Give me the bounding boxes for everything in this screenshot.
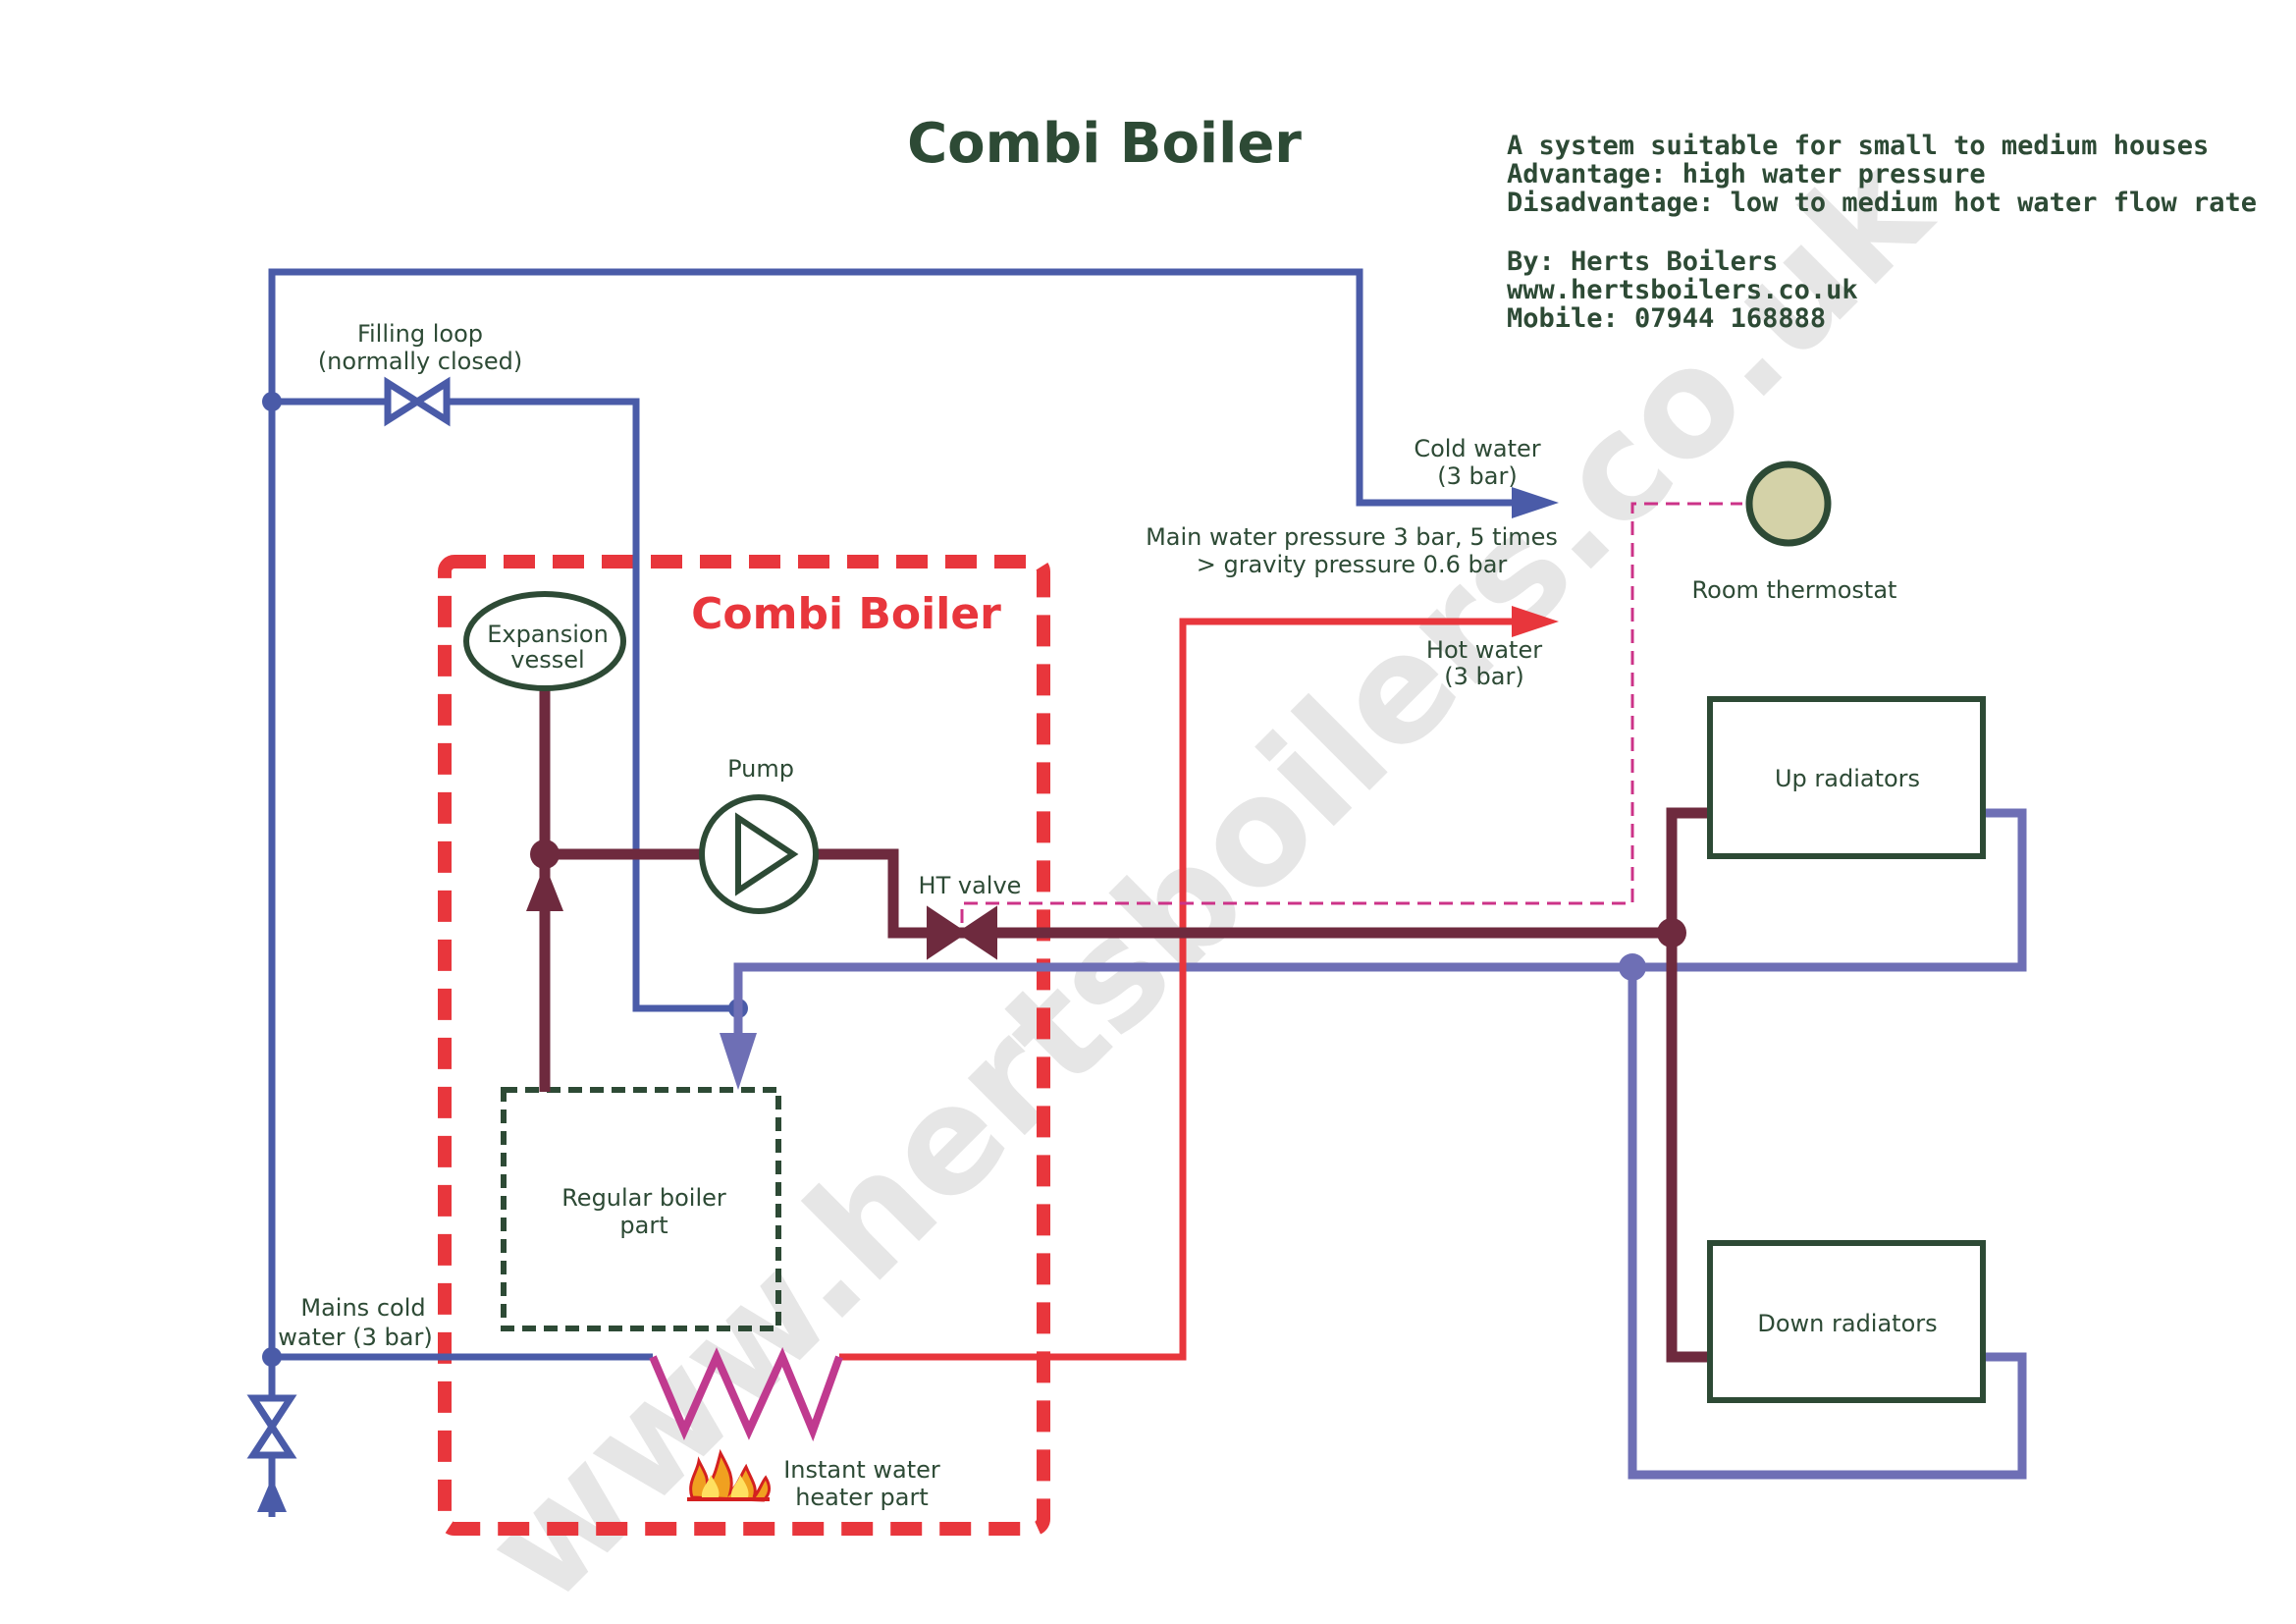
flame-icon [687,1448,772,1502]
ht-valve-label: HT valve [919,872,1022,899]
info-line: By: Herts Boilers [1507,246,1778,277]
info-line: A system suitable for small to medium ho… [1507,131,2209,161]
main-pressure-label: Main water pressure 3 bar, 5 times [1146,523,1558,551]
filling-loop-label: Filling loop [357,320,483,348]
up-radiators [1707,696,1986,859]
hot-water-pipe [839,618,1526,1361]
junction-dot [530,839,560,869]
cold-water-arrow-icon [1512,487,1559,518]
cold-water-label: (3 bar) [1437,462,1517,490]
down-radiators [1707,1240,1986,1403]
instant-heater-label: Instant water [783,1456,940,1484]
hot-water-label: Hot water [1426,636,1542,664]
mains-cold-label: water (3 bar) [278,1324,432,1351]
boiler-enclosure [438,555,1050,1536]
ht-valve-icon [927,905,997,960]
junction-dot [1619,953,1646,981]
boiler-enclosure-title: Combi Boiler [691,589,1001,639]
thermostat-icon [1745,460,1832,547]
info-line: Mobile: 07944 168888 [1507,303,1826,334]
filling-loop-label: (normally closed) [318,348,522,375]
info-line: Advantage: high water pressure [1507,159,1986,189]
hot-water-label: (3 bar) [1444,663,1523,690]
up-radiators-label: Up radiators [1775,765,1920,792]
info-block: A system suitable for small to medium ho… [1507,131,2257,334]
return-pipes [733,808,2027,1480]
pump-label: Pump [727,755,794,783]
expansion-vessel-label: vessel [510,646,584,674]
instant-heater-label: heater part [795,1484,929,1511]
filling-loop-valve-icon [384,376,451,427]
flow-arrow-icon [526,864,563,911]
info-line: www.hertsboilers.co.uk [1507,275,1858,305]
regular-boiler-label: Regular boiler [561,1184,726,1212]
junction-dot [1657,918,1686,947]
mains-inlet-valve-icon [246,1394,297,1459]
expansion-vessel [463,591,626,691]
mains-cold-pipes [268,268,1526,1517]
main-pressure-label: > gravity pressure 0.6 bar [1197,551,1508,578]
heat-exchanger-coil [649,1346,843,1442]
pump-icon [699,794,819,914]
junction-dot [262,392,282,411]
hot-water-arrow-icon [1512,606,1559,637]
junction-dot [262,1347,282,1367]
mains-cold-label: Mains cold [300,1294,425,1322]
page-title: Combi Boiler [907,112,1302,176]
regular-boiler-label: part [619,1212,667,1239]
expansion-vessel-label: Expansion [487,621,609,648]
down-radiators-label: Down radiators [1757,1310,1937,1337]
mains-inlet-arrow-icon [257,1478,287,1512]
thermostat-wire [960,502,1742,923]
regular-boiler-part [501,1087,781,1331]
return-arrow-icon [720,1033,757,1090]
cold-water-label: Cold water [1414,435,1540,462]
info-line: Disadvantage: low to medium hot water fl… [1507,188,2257,218]
room-thermostat-label: Room thermostat [1692,576,1897,604]
